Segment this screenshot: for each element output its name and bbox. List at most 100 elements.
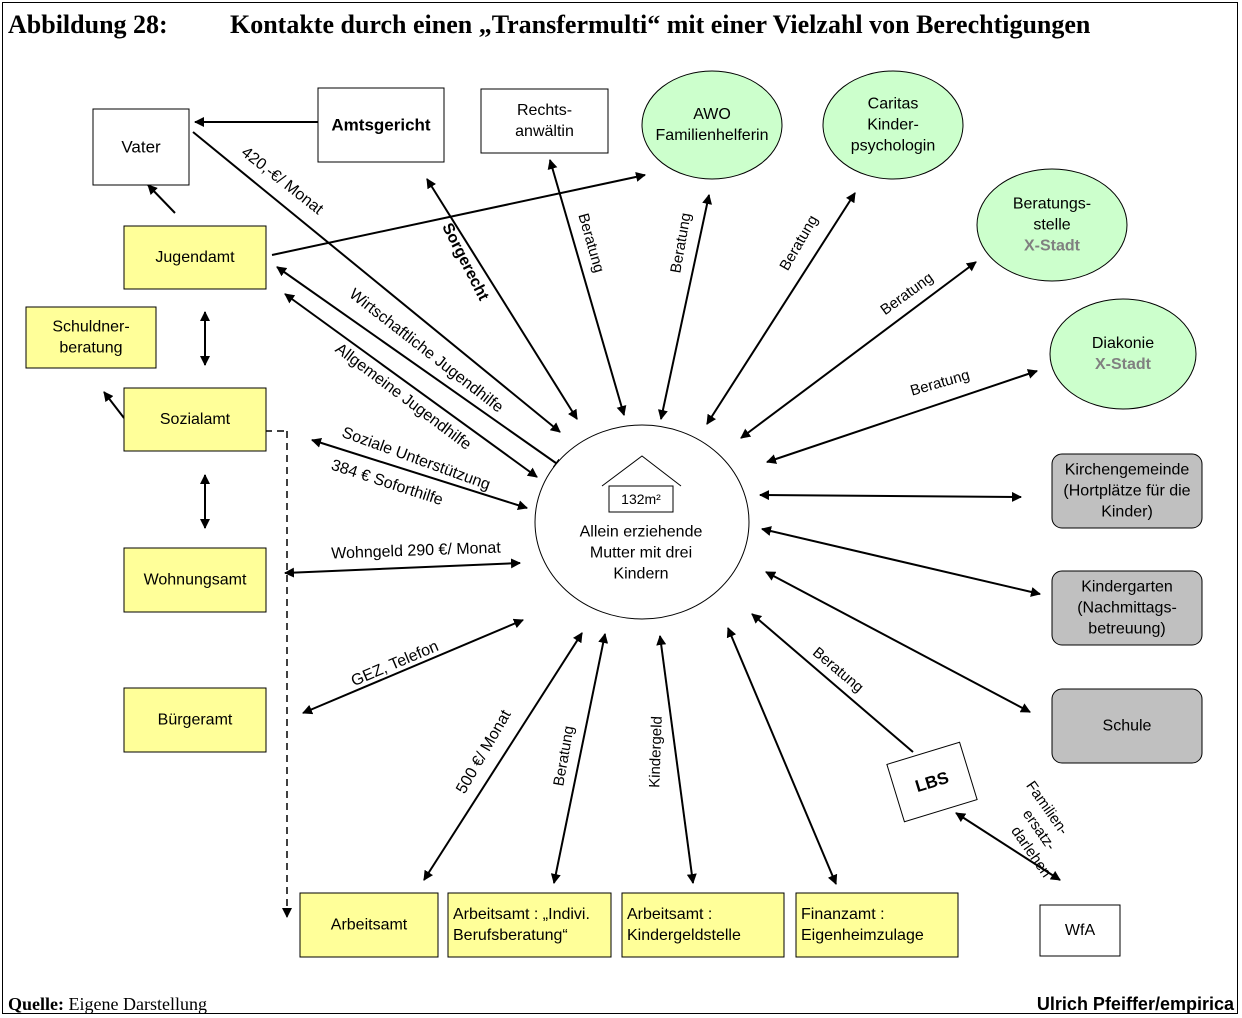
edge-arrow bbox=[726, 627, 838, 885]
edge-arrow bbox=[656, 635, 697, 884]
node-text-line: Vater bbox=[121, 138, 161, 157]
node-shape bbox=[1051, 570, 1203, 646]
edge-arrow bbox=[751, 613, 914, 753]
node-rechtsanwaeltin: Rechts-anwältin bbox=[480, 88, 609, 154]
node-shape bbox=[1049, 298, 1197, 410]
source-label: Quelle: bbox=[8, 994, 64, 1014]
edge-label: Beratung bbox=[908, 366, 971, 399]
edge-label: Wohngeld 290 €/ Monat bbox=[331, 540, 502, 563]
node-shape bbox=[1051, 688, 1203, 764]
node-text-line: beratung bbox=[59, 339, 122, 356]
node-lbs: LBS bbox=[886, 741, 978, 823]
node-text-line: Sozialamt bbox=[160, 411, 231, 428]
edge-arrow bbox=[103, 391, 125, 419]
edge-arrow bbox=[311, 437, 528, 511]
edge-arrow bbox=[766, 369, 1038, 464]
node-text-line: Diakonie bbox=[1092, 335, 1154, 352]
source-text: Eigene Darstellung bbox=[68, 994, 207, 1014]
figure-title: Abbildung 28: Kontakte durch einen „Trans… bbox=[8, 10, 1090, 40]
node-text-line: Kindergarten bbox=[1081, 579, 1173, 596]
node-arbeitsamt: Arbeitsamt bbox=[299, 892, 439, 958]
node-text-line: Arbeitsamt bbox=[331, 917, 408, 934]
node-text-line: Arbeitsamt : „Indivi. bbox=[453, 906, 590, 923]
node-text-line: AWO bbox=[693, 106, 731, 123]
center-text-line: Kindern bbox=[613, 565, 668, 582]
edge-arrow bbox=[547, 159, 627, 416]
center-text-line: Mutter mit drei bbox=[590, 545, 692, 562]
node-text-line: (Hortplätze für die bbox=[1063, 483, 1190, 500]
node-shape bbox=[822, 70, 964, 180]
node-text-line: betreuung) bbox=[1088, 620, 1165, 637]
node-text-line: Kirchengemeinde bbox=[1065, 462, 1190, 479]
edge-label: Beratung bbox=[776, 212, 821, 273]
center-ellipse bbox=[534, 424, 750, 620]
node-wohnungsamt: Wohnungsamt bbox=[123, 547, 267, 613]
edge-arrow bbox=[955, 812, 1061, 881]
node-text-line: Arbeitsamt : bbox=[627, 906, 712, 923]
node-text-line: Schuldner- bbox=[52, 319, 129, 336]
node-shape bbox=[621, 892, 785, 958]
node-text-line: Bürgeramt bbox=[158, 712, 233, 729]
node-text-line: Finanzamt : bbox=[801, 906, 885, 923]
node-shape bbox=[1051, 453, 1203, 529]
edge-arrow bbox=[759, 490, 1022, 502]
node-schule: Schule bbox=[1051, 688, 1203, 764]
node-arbeitsamt-beruf: Arbeitsamt : „Indivi. Berufsberatung“ bbox=[447, 892, 612, 958]
edge-arrow bbox=[276, 266, 564, 469]
node-text-line: Kinder- bbox=[867, 117, 919, 134]
node-shape bbox=[480, 88, 609, 154]
node-shape bbox=[447, 892, 612, 958]
edge-arrow bbox=[740, 261, 977, 439]
node-shape bbox=[317, 87, 445, 163]
node-shape bbox=[123, 225, 267, 290]
node-buergeramt: Bürgeramt bbox=[123, 687, 267, 753]
edge-label: Beratung bbox=[550, 725, 577, 788]
edge-arrow bbox=[147, 184, 176, 214]
edge-arrow bbox=[706, 192, 856, 425]
edge-arrow bbox=[302, 618, 524, 715]
node-finanzamt: Finanzamt : Eigenheimzulage bbox=[795, 892, 959, 958]
edge-label: 420,-€/ Monat bbox=[238, 144, 327, 219]
node-text-line: Wohnungsamt bbox=[144, 572, 247, 589]
node-shape bbox=[299, 892, 439, 958]
node-shape bbox=[25, 306, 157, 369]
node-vater: Vater bbox=[92, 108, 190, 186]
node-shape bbox=[976, 168, 1128, 282]
node-text-line: Eigenheimzulage bbox=[801, 927, 924, 944]
node-shape bbox=[123, 687, 267, 753]
house-body bbox=[608, 485, 674, 513]
node-shape bbox=[641, 70, 783, 180]
edge-arrow bbox=[550, 633, 609, 884]
node-shape bbox=[795, 892, 959, 958]
nodes-layer: Vater Amtsgericht Rechts-anwältin AWO Famili… bbox=[25, 70, 1203, 958]
node-text-line: Amtsgericht bbox=[331, 116, 431, 135]
edge-label: GEZ, Telefon bbox=[349, 638, 441, 690]
center-text-line: Allein erziehende bbox=[580, 524, 703, 541]
node-kirchengemeinde: Kirchengemeinde(Hortplätze für dieKinder… bbox=[1051, 453, 1203, 529]
node-text-line: Rechts- bbox=[517, 102, 572, 119]
node-amtsgericht: Amtsgericht bbox=[317, 87, 445, 163]
node-shape bbox=[123, 387, 267, 452]
figure-number: Abbildung 28: bbox=[8, 10, 168, 39]
node-shape bbox=[92, 108, 190, 186]
node-text-line: X-Stadt bbox=[1095, 356, 1152, 373]
node-text-line: anwältin bbox=[515, 123, 574, 140]
edge-arrow bbox=[284, 558, 521, 578]
figure-title-text: Kontakte durch einen „Transfermulti“ mit… bbox=[230, 10, 1091, 39]
node-shape bbox=[123, 547, 267, 613]
node-text-line: Familienhelferin bbox=[656, 127, 769, 144]
edge-label: Beratung bbox=[877, 269, 936, 319]
node-sozialamt: Sozialamt bbox=[123, 387, 267, 452]
node-text-line: Caritas bbox=[868, 96, 919, 113]
source-note: Quelle: Eigene Darstellung bbox=[8, 994, 207, 1015]
edge-arrow bbox=[765, 571, 1031, 713]
edge-label: Beratung bbox=[667, 212, 694, 275]
edge-arrow bbox=[761, 526, 1041, 597]
node-text-line: Berufsberatung“ bbox=[453, 927, 568, 944]
node-shape bbox=[886, 741, 978, 823]
